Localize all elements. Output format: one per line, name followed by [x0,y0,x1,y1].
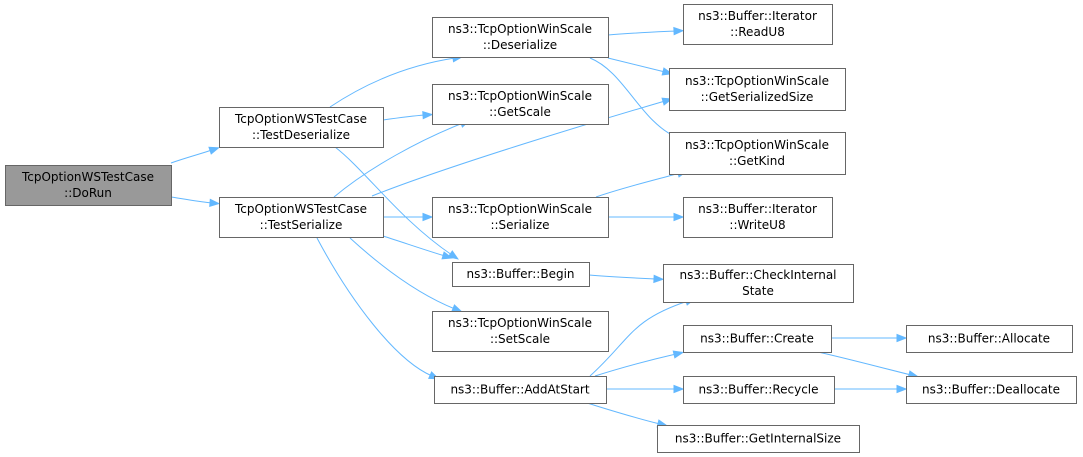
node-label-line: ::ReadU8 [730,25,785,39]
edge-create-to-deallocate [817,351,920,379]
node-label-line: ::DoRun [64,186,112,200]
node-label-line: ns3::TcpOptionWinScale [448,316,592,330]
edge-create-to-allocate [830,333,908,343]
arrowhead-icon [209,198,221,208]
node-buffer-begin[interactable]: ns3::Buffer::Begin [452,262,590,287]
arrowhead-icon [673,26,685,36]
node-dorun[interactable]: TcpOptionWSTestCase::DoRun [5,165,172,206]
edge-addatstart-to-getinternalsize [586,402,669,428]
node-buffer-deallocate[interactable]: ns3::Buffer::Deallocate [906,376,1077,404]
node-label-line: ns3::Buffer::Recycle [698,383,818,397]
node-label-line: ::GetSerializedSize [701,90,814,104]
node-label-line: ns3::Buffer::Allocate [928,332,1050,346]
edges-layer [170,26,920,428]
node-label-line: ::GetKind [729,154,785,168]
node-test-serialize[interactable]: TcpOptionWSTestCase::TestSerialize [219,197,384,238]
node-tcp-option-win-scale-deserialize[interactable]: ns3::TcpOptionWinScale::Deserialize [432,17,609,58]
arrowhead-icon [422,110,434,120]
node-label-line: TcpOptionWSTestCase [21,170,154,184]
edge-testser-to-serialize [383,212,434,222]
arrowhead-icon [896,333,908,343]
edge-dorun-to-testser [170,196,221,208]
node-label-line: ::Deserialize [483,38,557,52]
arrowhead-icon [451,304,463,313]
node-tcp-option-win-scale-getscale[interactable]: ns3::TcpOptionWinScale::GetScale [432,84,609,125]
edge-deser-to-getsersize [607,57,674,76]
node-label-line: ns3::TcpOptionWinScale [448,202,592,216]
node-buffer-iterator-writeu8[interactable]: ns3::Buffer::Iterator::WriteU8 [683,197,833,238]
node-label-line: ::GetScale [489,105,551,119]
node-tcp-option-win-scale-getserializedsize[interactable]: ns3::TcpOptionWinScale::GetSerializedSiz… [669,68,846,111]
edge-testser-to-begin [382,235,454,260]
node-label-line: ns3::Buffer::GetInternalSize [675,432,841,446]
arrowhead-icon [673,212,685,222]
node-label-line: ns3::Buffer::AddAtStart [450,383,589,397]
node-buffer-create[interactable]: ns3::Buffer::Create [683,325,832,353]
node-label-line: ns3::TcpOptionWinScale [448,89,592,103]
edge-testdeser-to-getscale [382,110,434,121]
node-label-line: ns3::TcpOptionWinScale [685,74,829,88]
node-label-line: ::TestSerialize [260,218,343,232]
node-tcp-option-win-scale-getkind[interactable]: ns3::TcpOptionWinScale::GetKind [669,132,846,175]
arrowhead-icon [896,384,908,394]
node-label-line: TcpOptionWSTestCase [234,112,367,126]
edge-deser-to-readu8 [607,26,685,36]
node-label-line: State [742,284,774,298]
node-label-line: ::SetScale [490,332,550,346]
node-label-line: ::WriteU8 [729,218,785,232]
node-label-line: ns3::TcpOptionWinScale [685,138,829,152]
edge-begin-to-checkinternal [588,274,665,284]
node-tcp-option-win-scale-serialize[interactable]: ns3::TcpOptionWinScale::Serialize [432,197,609,238]
node-label-line: ns3::Buffer::Iterator [698,9,817,23]
edge-testser-to-setscale [349,237,463,313]
node-label-line: ns3::Buffer::Iterator [698,202,817,216]
node-buffer-iterator-readu8[interactable]: ns3::Buffer::Iterator::ReadU8 [683,4,833,45]
node-label-line: ns3::Buffer::Begin [466,267,574,281]
edge-addatstart-to-create [594,350,685,377]
node-buffer-addatstart[interactable]: ns3::Buffer::AddAtStart [434,376,607,404]
edge-recycle-to-deallocate [834,384,908,394]
edge-serialize-to-writeu8 [608,212,685,222]
node-label-line: ns3::Buffer::Deallocate [922,383,1060,397]
edge-addatstart-to-recycle [606,384,685,394]
node-label-line: ::TestDeserialize [252,128,350,142]
arrowhead-icon [653,274,665,284]
arrowhead-icon [673,384,685,394]
node-label-line: ns3::Buffer::CheckInternal [679,268,836,282]
node-label-line: ns3::Buffer::Create [700,332,814,346]
node-buffer-getinternalsize[interactable]: ns3::Buffer::GetInternalSize [657,425,860,453]
edge-testser-to-addatstart [316,237,440,380]
arrowhead-icon [672,350,685,359]
node-buffer-allocate[interactable]: ns3::Buffer::Allocate [906,325,1073,353]
arrowhead-icon [208,146,220,155]
node-label-line: ns3::TcpOptionWinScale [448,22,592,36]
node-tcp-option-win-scale-setscale[interactable]: ns3::TcpOptionWinScale::SetScale [432,311,609,352]
node-buffer-recycle[interactable]: ns3::Buffer::Recycle [683,376,835,404]
arrowhead-icon [441,251,454,260]
edge-dorun-to-testdeser [170,146,220,164]
arrowhead-icon [422,212,434,222]
nodes-layer: TcpOptionWSTestCase::DoRunTcpOptionWSTes… [5,4,1077,453]
node-label-line: TcpOptionWSTestCase [234,202,367,216]
node-label-line: ::Serialize [490,218,549,232]
node-test-deserialize[interactable]: TcpOptionWSTestCase::TestDeserialize [219,107,384,148]
